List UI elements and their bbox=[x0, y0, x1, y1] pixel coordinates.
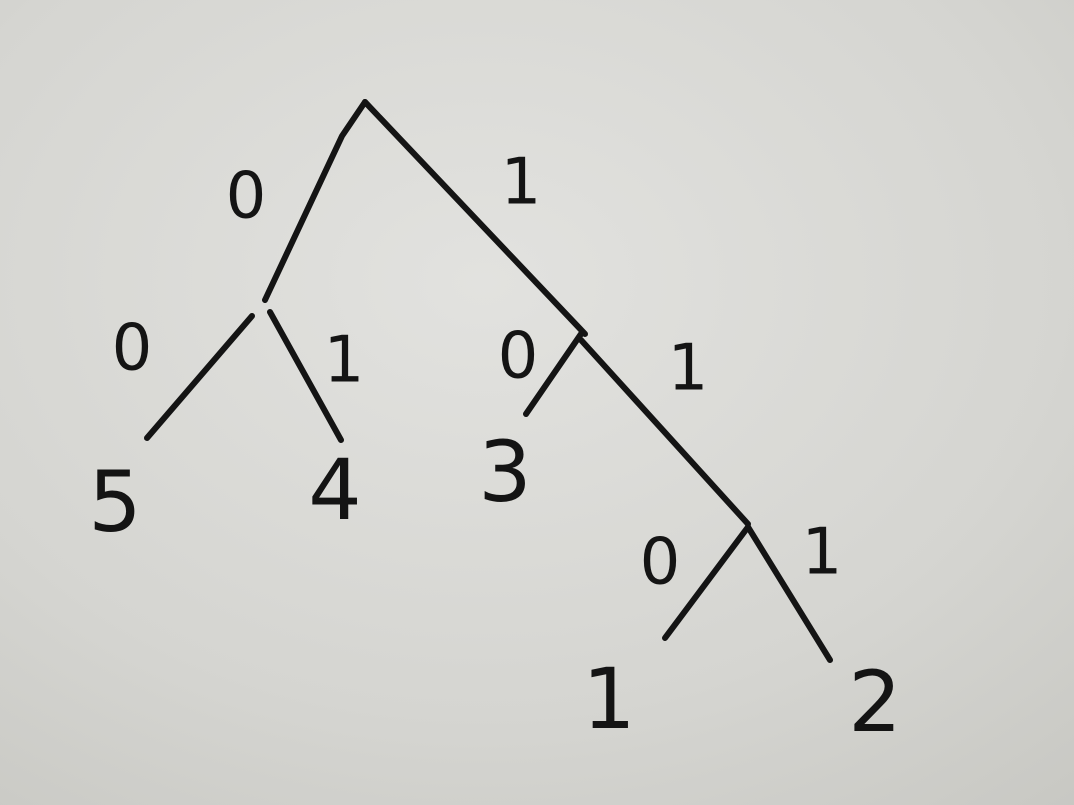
edge-root-left bbox=[262, 99, 368, 303]
leaf-label-5: 5 bbox=[88, 453, 141, 551]
edge-label-right-to-3: 0 bbox=[498, 320, 539, 394]
edge-left-to-5 bbox=[144, 313, 255, 441]
edge-right-to-sub bbox=[578, 337, 751, 527]
edge-label-right-to-sub: 1 bbox=[668, 332, 709, 406]
leaf-labels: 5 4 3 1 2 bbox=[88, 423, 901, 751]
edge-label-sub-to-2: 1 bbox=[802, 516, 843, 590]
edge-sub-to-1 bbox=[662, 524, 751, 641]
leaf-label-4: 4 bbox=[308, 441, 361, 539]
edge-label-sub-to-1: 0 bbox=[640, 526, 681, 600]
edge-left-to-4 bbox=[267, 309, 344, 443]
edge-label-left-to-4: 1 bbox=[324, 324, 365, 398]
edge-label-root-left: 0 bbox=[226, 160, 267, 234]
leaf-label-1: 1 bbox=[582, 650, 635, 748]
edge-label-root-right: 1 bbox=[501, 146, 542, 220]
edge-labels: 0 1 0 1 0 1 0 1 bbox=[112, 146, 843, 600]
edge-sub-to-2 bbox=[745, 524, 833, 663]
leaf-label-2: 2 bbox=[848, 653, 901, 751]
edge-right-to-3 bbox=[523, 331, 584, 417]
edge-root-right bbox=[362, 99, 588, 337]
tree-edges bbox=[144, 99, 833, 663]
leaf-label-3: 3 bbox=[478, 423, 531, 521]
edge-label-left-to-5: 0 bbox=[112, 312, 153, 386]
